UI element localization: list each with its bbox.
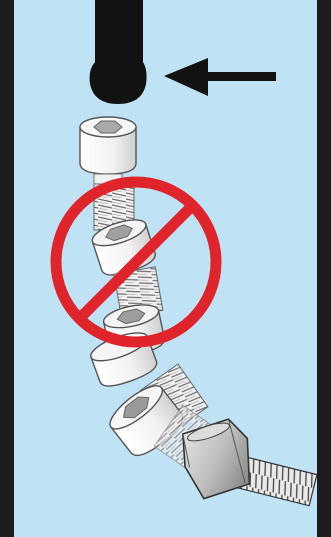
left-arrow-icon (164, 58, 276, 96)
diagram-canvas (14, 0, 317, 537)
diagram-panel (14, 0, 317, 537)
hex-key-icon (90, 0, 147, 104)
